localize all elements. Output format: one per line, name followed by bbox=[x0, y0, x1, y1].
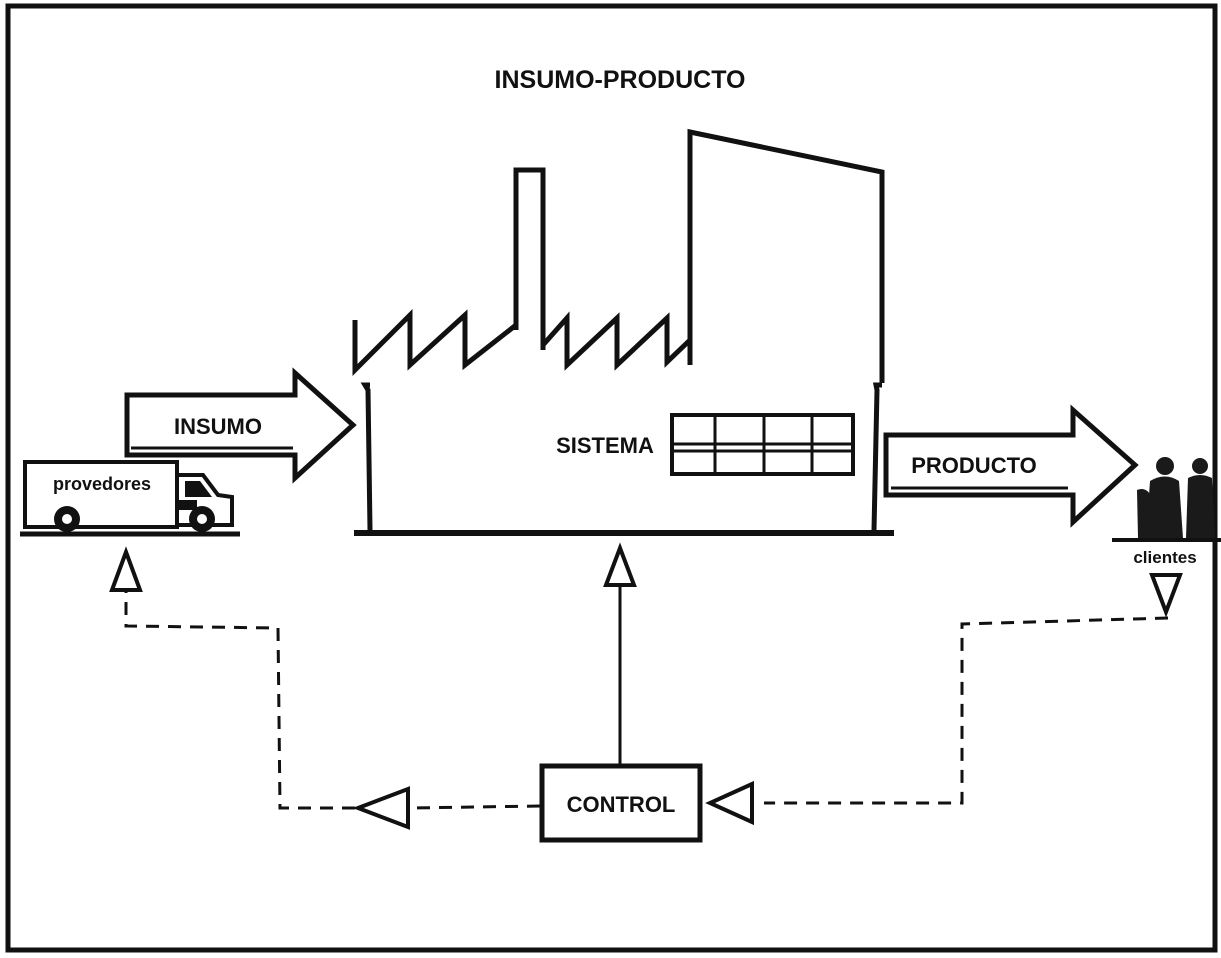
diagram-title: INSUMO-PRODUCTO bbox=[495, 66, 746, 94]
factory-left-wall bbox=[365, 385, 370, 530]
control-out-arrow bbox=[358, 789, 408, 827]
system-label: SISTEMA bbox=[556, 433, 654, 458]
system-control-arrow bbox=[606, 548, 634, 585]
input-arrow-label: INSUMO bbox=[174, 414, 262, 439]
supplier-label: provedores bbox=[53, 474, 151, 494]
factory-right-wall bbox=[874, 385, 882, 530]
control-label: CONTROL bbox=[567, 792, 676, 817]
left-to-supplier-dashed bbox=[126, 592, 355, 808]
supplier-feedback-arrow bbox=[112, 552, 140, 590]
factory-roof-left bbox=[355, 315, 516, 370]
clients-label: clientes bbox=[1133, 548, 1196, 567]
factory-window bbox=[672, 415, 853, 474]
control-in-arrow bbox=[710, 784, 752, 822]
chimney bbox=[516, 170, 543, 350]
output-arrow: PRODUCTO bbox=[886, 410, 1135, 522]
factory-building: SISTEMA bbox=[354, 132, 894, 533]
control-to-left-dashed bbox=[410, 806, 540, 808]
clients-feedback-arrow bbox=[1152, 575, 1180, 612]
clients-to-control-dashed bbox=[764, 618, 1168, 803]
factory-roof-right bbox=[543, 318, 690, 365]
supplier-truck-icon: provedores bbox=[20, 462, 240, 534]
output-arrow-label: PRODUCTO bbox=[911, 453, 1037, 478]
factory-tower bbox=[690, 132, 882, 383]
control-box: CONTROL bbox=[542, 766, 700, 840]
